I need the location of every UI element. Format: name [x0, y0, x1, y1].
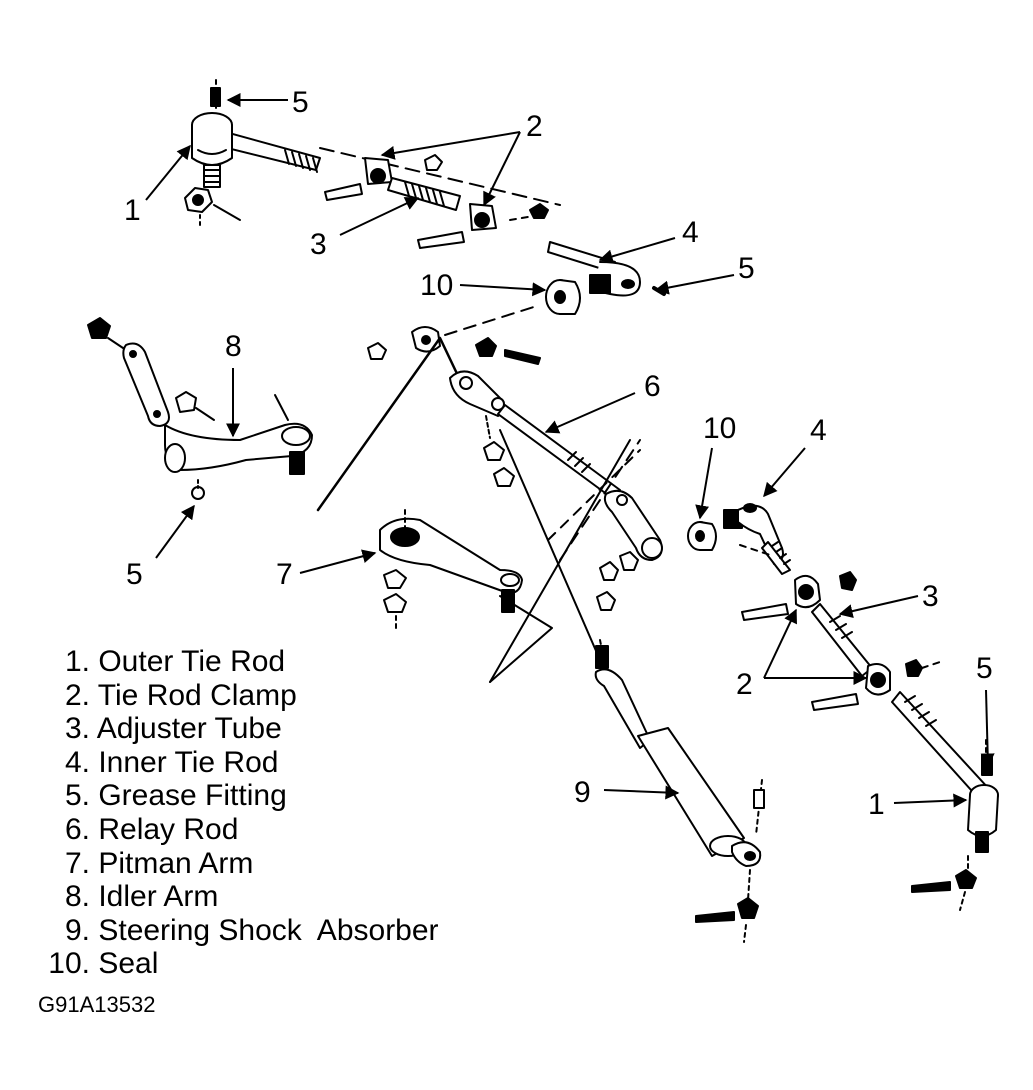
callout-leader [695, 447, 713, 520]
legend-number: 6. [64, 812, 90, 846]
parts-legend: 1. Outer Tie Rod 2. Tie Rod Clamp 3. Adj… [38, 645, 439, 981]
legend-label: Outer Tie Rod [98, 645, 286, 678]
legend-number: 3. [64, 712, 90, 746]
legend-item: 7. Pitman Arm [38, 847, 439, 881]
legend-item: 5. Grease Fitting [38, 779, 439, 813]
callout-leader [980, 689, 995, 768]
legend-number: 8. [64, 880, 90, 914]
legend-number: 5. [64, 779, 90, 813]
legend-label: Grease Fitting [98, 779, 287, 813]
legend-item: 6. Relay Rod [38, 813, 439, 847]
callout-3: 3 [310, 228, 327, 261]
steering-shock-absorber [499, 429, 765, 943]
upper-adjuster-assembly [319, 147, 561, 249]
callout-leader [459, 282, 547, 297]
callout-leader [763, 608, 797, 679]
legend-label: Relay Rod [98, 812, 239, 846]
legend-label: Adjuster Tube [96, 712, 282, 746]
callout-1: 1 [124, 194, 141, 227]
callout-2: 2 [526, 110, 543, 143]
legend-number: 9. [64, 913, 90, 947]
callout-labels: 5 2 1 3 4 10 5 8 6 10 4 5 7 3 2 5 9 1 [124, 86, 993, 821]
legend-item: 3. Adjuster Tube [38, 712, 439, 746]
callout-5: 5 [738, 252, 755, 285]
legend-label: Seal [98, 947, 159, 981]
callout-leader [155, 504, 195, 559]
callout-leader [598, 237, 676, 264]
pitman-arm [379, 509, 523, 631]
legend-number: 7. [64, 846, 90, 880]
legend-number: 4. [64, 745, 90, 779]
callout-4: 4 [810, 414, 827, 447]
outer-tie-rod-upper [184, 79, 321, 229]
callout-3: 3 [922, 580, 939, 613]
relay-rod [316, 336, 663, 611]
callout-10: 10 [703, 412, 736, 445]
callout-5: 5 [976, 652, 993, 685]
callout-5: 5 [292, 86, 309, 119]
callout-1: 1 [868, 788, 885, 821]
legend-number: 2. [64, 678, 90, 712]
callout-leader [544, 392, 636, 434]
callout-leader [339, 197, 420, 236]
callout-leader [145, 144, 191, 201]
callout-2: 2 [736, 668, 753, 701]
callout-8: 8 [225, 330, 242, 363]
callout-10: 10 [420, 269, 453, 302]
callout-9: 9 [574, 776, 591, 809]
callout-5: 5 [126, 558, 143, 591]
callout-4: 4 [682, 216, 699, 249]
inner-tie-rod-lower [687, 503, 791, 575]
callout-leader [603, 785, 680, 800]
legend-item: 4. Inner Tie Rod [38, 746, 439, 780]
legend-item: 8. Idler Arm [38, 880, 439, 914]
callout-leader [299, 549, 377, 574]
callout-6: 6 [644, 370, 661, 403]
legend-item: 10. Seal [38, 947, 439, 981]
inner-tie-rod-upper [545, 241, 666, 315]
legend-number: 10. [48, 947, 90, 981]
lower-adjuster-assembly [741, 571, 941, 711]
legend-label: Pitman Arm [98, 846, 254, 880]
legend-number: 1. [64, 645, 90, 678]
callout-7: 7 [276, 558, 293, 591]
callout-leader [380, 131, 521, 160]
idler-arm [87, 317, 313, 500]
callout-leader [763, 447, 806, 498]
alignment-lines [489, 439, 641, 683]
callout-leader [893, 793, 968, 808]
figure-id: G91A13532 [38, 992, 156, 1017]
relay-rod-joint-upper [367, 304, 541, 365]
legend-label: Tie Rod Clamp [97, 678, 297, 712]
legend-item: 9. Steering Shock Absorber [38, 914, 439, 948]
callout-leader [483, 131, 521, 207]
legend-item: 2. Tie Rod Clamp [38, 679, 439, 713]
callout-leader [838, 595, 919, 618]
legend-item: 1. Outer Tie Rod [38, 645, 439, 679]
legend-label: Idler Arm [98, 880, 219, 914]
legend-label: Inner Tie Rod [98, 745, 279, 779]
legend-label: Steering Shock Absorber [98, 913, 439, 947]
callout-leader [654, 274, 735, 295]
